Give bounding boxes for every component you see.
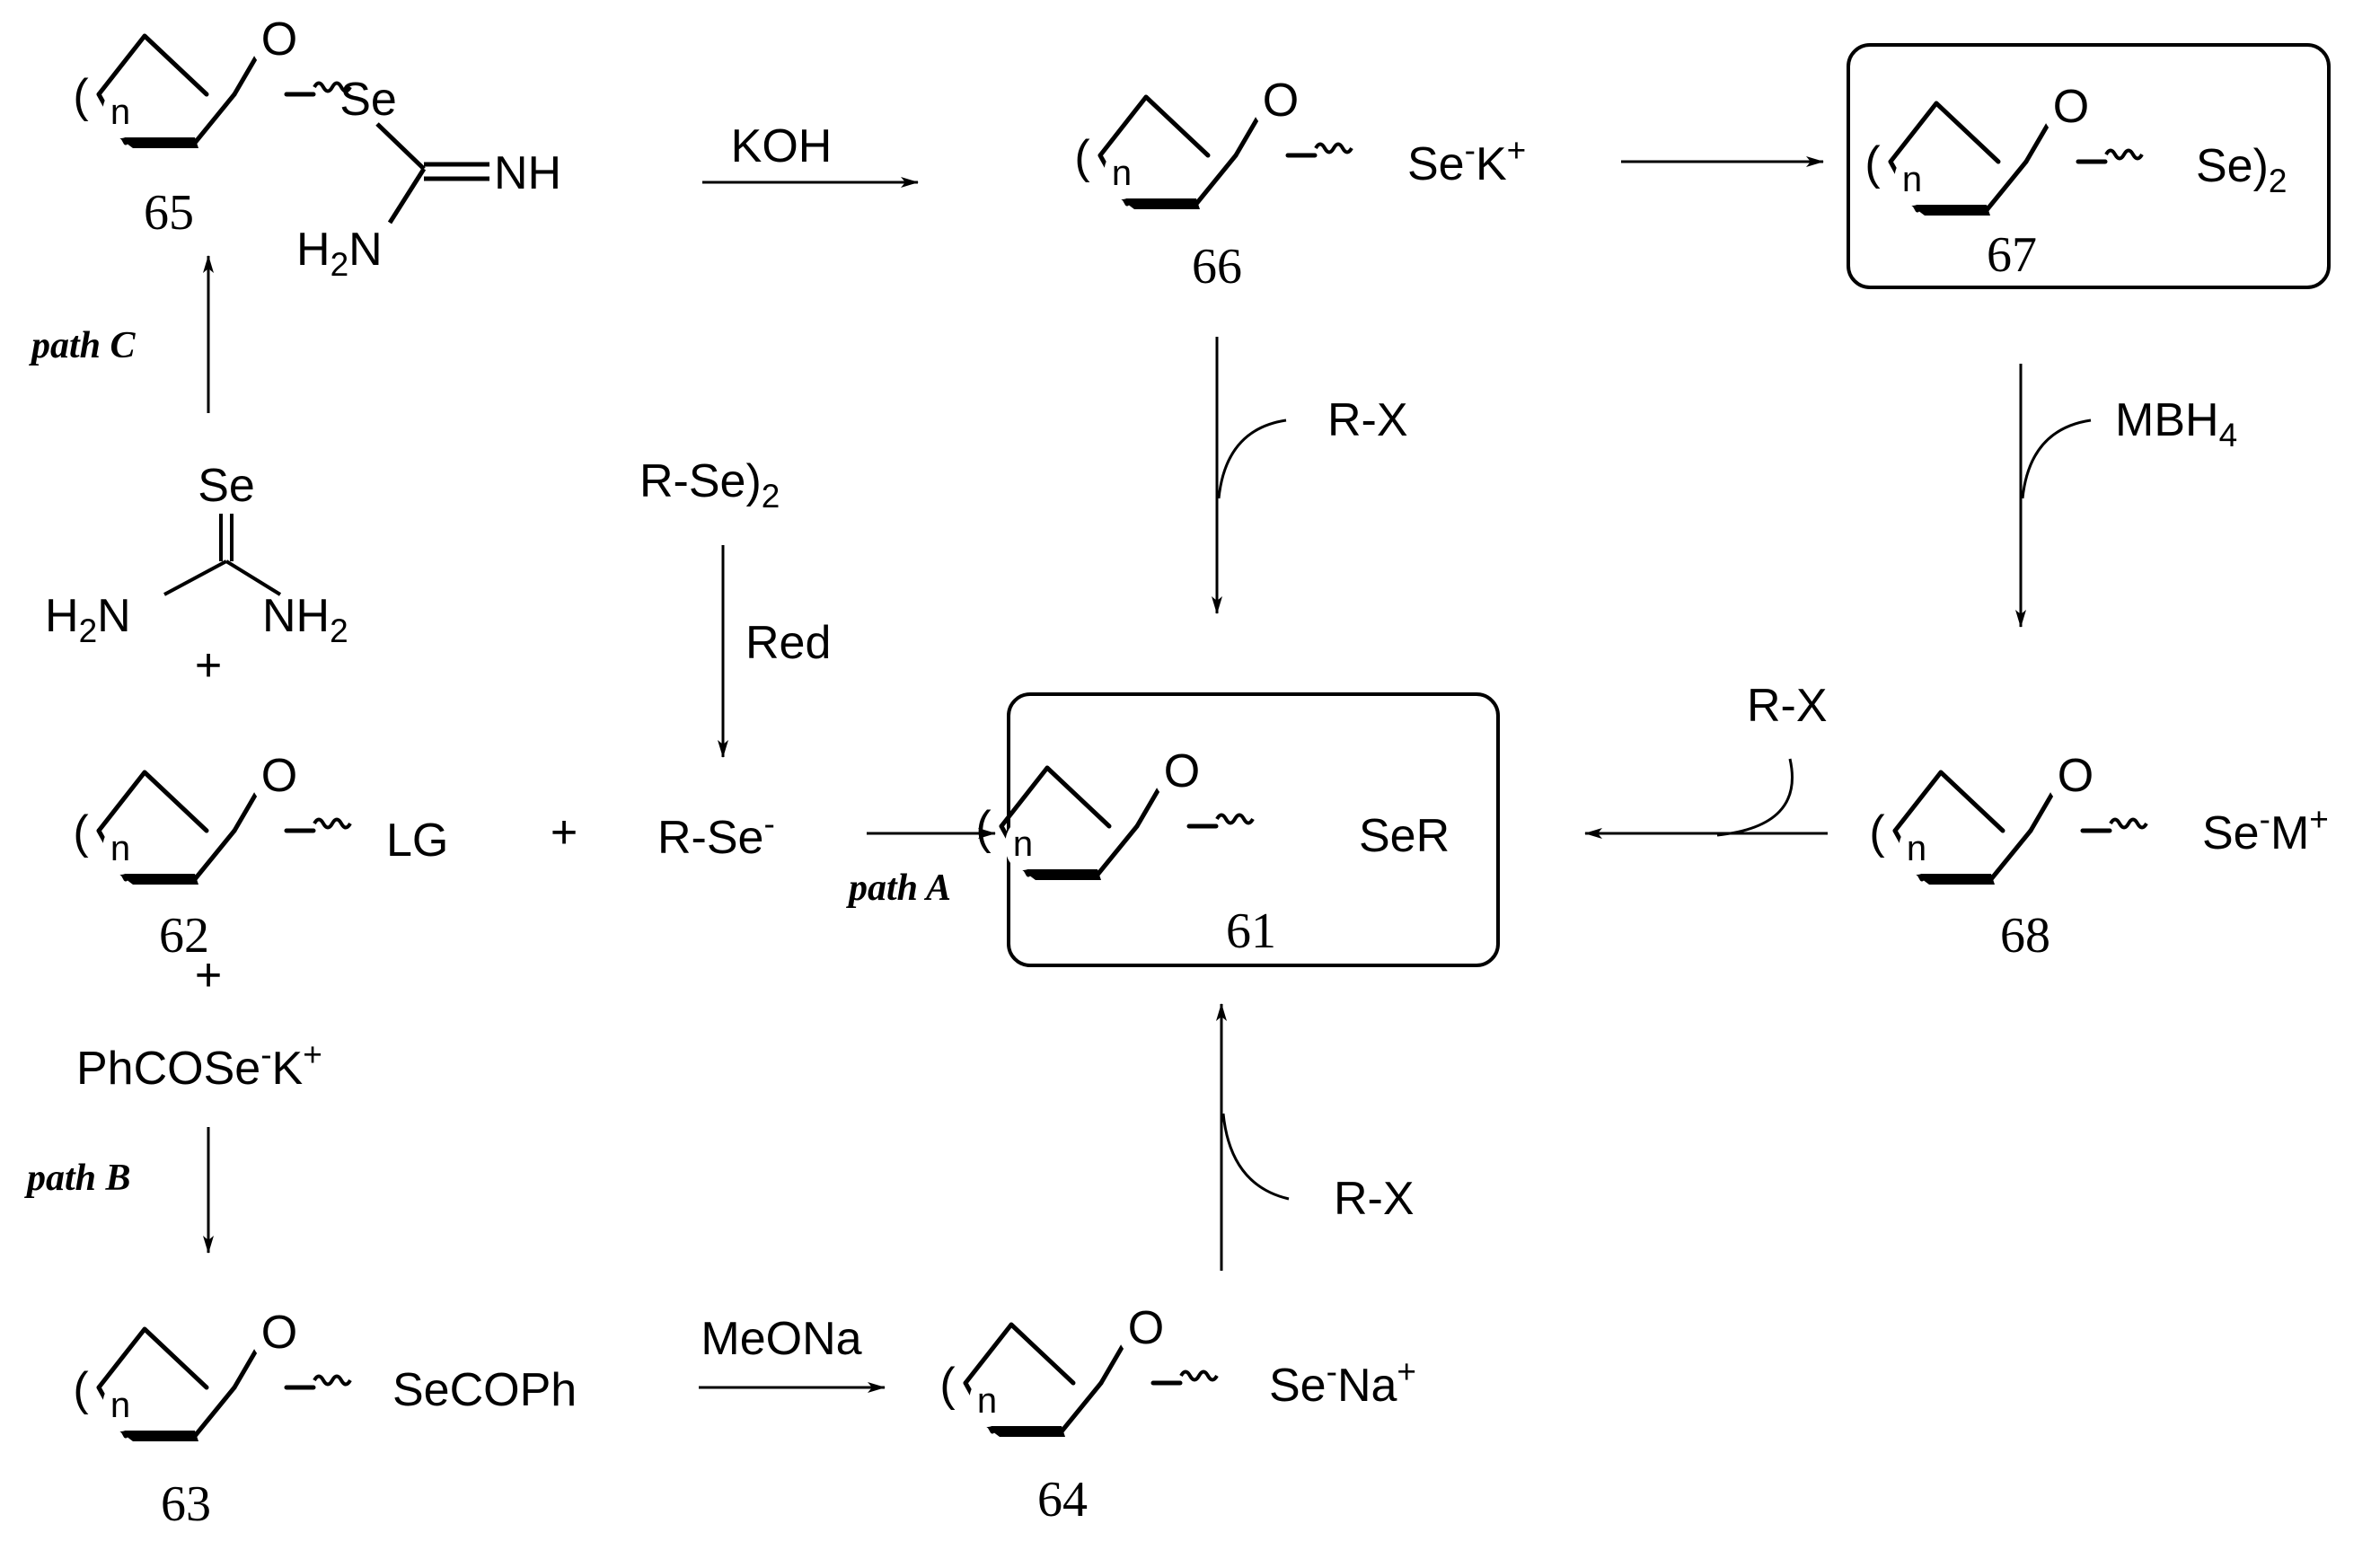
ring-oxygen: O	[261, 1307, 297, 1359]
ring-size-n: n	[110, 92, 130, 132]
ring-paren: (	[73, 806, 89, 859]
curved-arrow-mbh4	[2021, 418, 2092, 499]
ring-size-n: n	[1013, 824, 1033, 864]
label-path-a: path A	[846, 867, 951, 909]
ring-paren: (	[1869, 806, 1885, 859]
compound-65-nh: NH	[494, 147, 561, 199]
compound-63-secoph: SeCOPh	[392, 1364, 577, 1416]
selenolate: R-Se-	[657, 806, 775, 864]
ring-size-n: n	[110, 1386, 130, 1425]
compound-64-selenolate: Se-Na+	[1269, 1353, 1416, 1412]
plus-under-selenourea: +	[195, 639, 222, 691]
plus-under-62: +	[195, 949, 222, 1001]
compound-67-number: 67	[1987, 227, 2037, 283]
plus-62-selenolate: +	[551, 806, 577, 859]
compound-68: O n (	[1869, 740, 2146, 885]
selenourea: Se H2N NH2	[45, 460, 348, 649]
compound-66-selenolate: Se-K+	[1407, 132, 1526, 190]
ring-oxygen: O	[1164, 745, 1200, 797]
ring-size-n: n	[1902, 160, 1922, 199]
ring-paren: (	[1074, 131, 1090, 183]
curved-arrow-rx-66	[1217, 418, 1287, 499]
ring-paren: (	[73, 1363, 89, 1415]
box-compound-61	[1007, 692, 1500, 967]
compound-61-number: 61	[1226, 903, 1276, 959]
ring-paren: (	[975, 802, 992, 854]
ring-oxygen: O	[1263, 75, 1299, 127]
ring-size-n: n	[977, 1381, 997, 1421]
diselenide: R-Se)2	[639, 455, 780, 515]
compound-63: O n (	[73, 1297, 350, 1441]
bond-se-c	[375, 122, 426, 171]
compound-64-number: 64	[1037, 1472, 1088, 1528]
reagent-rx-66: R-X	[1327, 394, 1408, 446]
compound-68-selenolate: Se-M+	[2202, 801, 2329, 859]
ring-oxygen: O	[261, 13, 297, 66]
bond-c-nh2	[387, 167, 427, 225]
ring-size-n: n	[1112, 154, 1132, 193]
selenourea-left-nh2: H2N	[45, 590, 131, 649]
compound-65-se: Se	[339, 74, 397, 126]
label-path-b: path B	[24, 1158, 131, 1199]
ring-oxygen: O	[1128, 1302, 1164, 1354]
ring-paren: (	[939, 1359, 956, 1411]
compound-62-lg: LG	[386, 815, 448, 867]
ring-size-n: n	[110, 829, 130, 868]
compound-62-number: 62	[159, 908, 209, 964]
compound-67-diselenide: Se)2	[2196, 140, 2287, 199]
compound-65: O n (	[73, 4, 350, 148]
reagent-meona: MeONa	[701, 1313, 861, 1365]
label-path-c: path C	[29, 325, 137, 366]
potassium-selenobenzoate: PhCOSe-K+	[76, 1036, 322, 1095]
compound-66-number: 66	[1192, 239, 1242, 295]
ring-oxygen: O	[2053, 81, 2089, 133]
box-compound-67	[1847, 43, 2331, 289]
ring-size-n: n	[1907, 829, 1926, 868]
compound-67: O n (	[1864, 71, 2142, 216]
compound-65-number: 65	[144, 185, 194, 241]
ring-paren: (	[73, 70, 89, 122]
selenourea-right-nh2: NH2	[262, 590, 348, 649]
curved-arrow-rx-68	[1716, 758, 1794, 837]
ring-paren: (	[1864, 137, 1881, 189]
curved-arrow-rx-64	[1221, 1113, 1290, 1201]
compound-68-number: 68	[2000, 908, 2050, 964]
compound-61: O n (	[975, 735, 1253, 880]
reagent-rx-68: R-X	[1747, 680, 1828, 732]
compound-61-ser: SeR	[1359, 810, 1450, 862]
compound-64: O n (	[939, 1292, 1217, 1437]
ring-oxygen: O	[261, 750, 297, 802]
reagent-koh: KOH	[731, 120, 833, 172]
compound-65-h2n: H2N	[296, 224, 383, 283]
compound-63-number: 63	[161, 1476, 211, 1532]
selenourea-se: Se	[198, 460, 255, 512]
compound-66: O n (	[1074, 65, 1352, 209]
reagent-mbh4: MBH4	[2115, 394, 2237, 454]
reagent-red: Red	[745, 617, 831, 669]
reagent-rx-64: R-X	[1334, 1173, 1415, 1225]
compound-62: O n (	[73, 740, 350, 885]
ring-oxygen: O	[2058, 750, 2094, 802]
